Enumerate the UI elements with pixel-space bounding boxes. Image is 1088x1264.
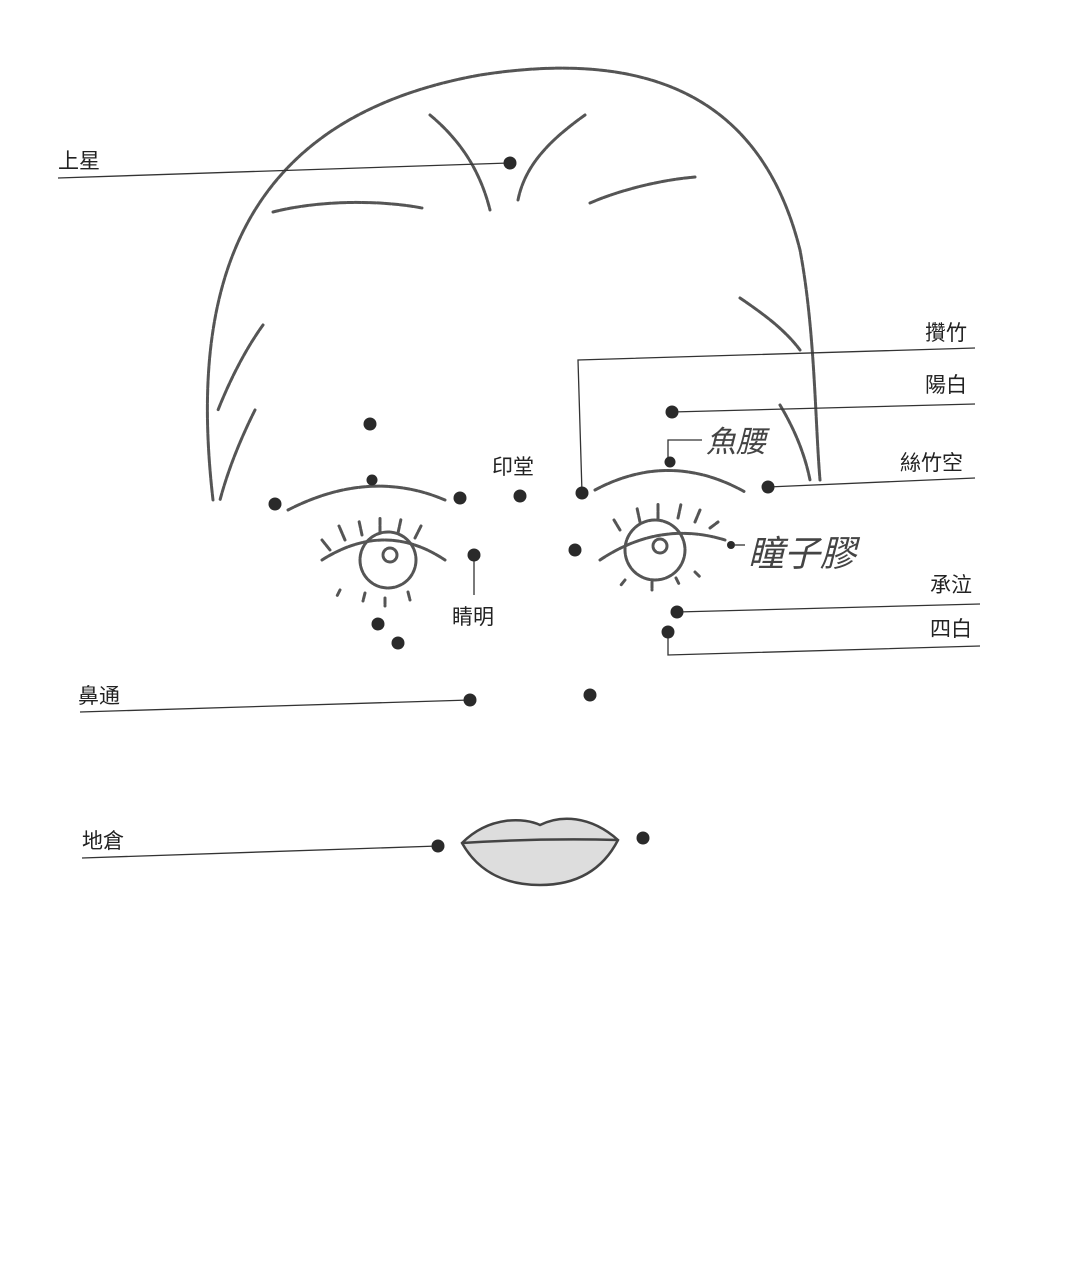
forehead-wrinkle (588, 175, 697, 205)
acupoints (268, 156, 775, 853)
point-yintang[interactable] (513, 489, 527, 503)
forehead-wrinkle (428, 113, 492, 212)
label-sizhukong: 絲竹空 (900, 451, 963, 475)
label-sibai: 四白 (930, 617, 972, 641)
point-chengqi-left[interactable] (371, 617, 385, 631)
lips (460, 817, 620, 887)
right-eye (598, 502, 727, 592)
label-dicang: 地倉 (82, 829, 124, 853)
temple-line (216, 323, 265, 412)
face-sketch (205, 66, 822, 887)
point-yuyao[interactable] (664, 456, 676, 468)
label-yintang: 印堂 (492, 455, 534, 479)
label-tongziliao: 瞳子膠 (748, 534, 861, 575)
right-eyebrow (593, 469, 747, 494)
point-tongziliao[interactable] (727, 541, 735, 549)
point-dicang-right[interactable] (636, 831, 650, 845)
point-dicang[interactable] (431, 839, 445, 853)
leader-lines (57, 162, 981, 859)
label-yuyao: 魚腰 (706, 425, 770, 460)
point-chengqi[interactable] (670, 605, 684, 619)
head-outline (205, 66, 822, 502)
label-shangxing: 上星 (58, 149, 100, 173)
point-sibai-left[interactable] (391, 636, 405, 650)
point-bitong-right[interactable] (583, 688, 597, 702)
point-sizhukong-left[interactable] (268, 497, 282, 511)
label-cuanzhu: 攢竹 (925, 321, 967, 345)
label-jingming: 睛明 (452, 605, 494, 629)
point-yangbai[interactable] (665, 405, 679, 419)
point-jingming-right[interactable] (568, 543, 582, 557)
point-jingming-left[interactable] (467, 548, 481, 562)
point-cuanzhu-left[interactable] (453, 491, 467, 505)
temple-line (218, 408, 257, 502)
left-eyebrow (286, 484, 447, 512)
temple-line (778, 403, 812, 482)
point-sizhukong[interactable] (761, 480, 775, 494)
temple-line (738, 296, 802, 352)
left-eye (320, 516, 447, 608)
label-chengqi: 承泣 (930, 573, 972, 597)
point-shangxing[interactable] (503, 156, 517, 170)
point-labels: 上星 攢竹 陽白 魚腰 絲竹空 印堂 瞳子膠 睛明 承泣 四白 鼻通 地倉 (58, 149, 972, 853)
point-bitong[interactable] (463, 693, 477, 707)
forehead-wrinkle (271, 200, 424, 214)
label-yangbai: 陽白 (925, 373, 967, 397)
point-sibai[interactable] (661, 625, 675, 639)
label-bitong: 鼻通 (78, 684, 120, 708)
forehead-wrinkle (516, 113, 587, 202)
point-cuanzhu[interactable] (575, 486, 589, 500)
point-yuyao-left[interactable] (366, 474, 378, 486)
point-forehead-left[interactable] (363, 417, 377, 431)
